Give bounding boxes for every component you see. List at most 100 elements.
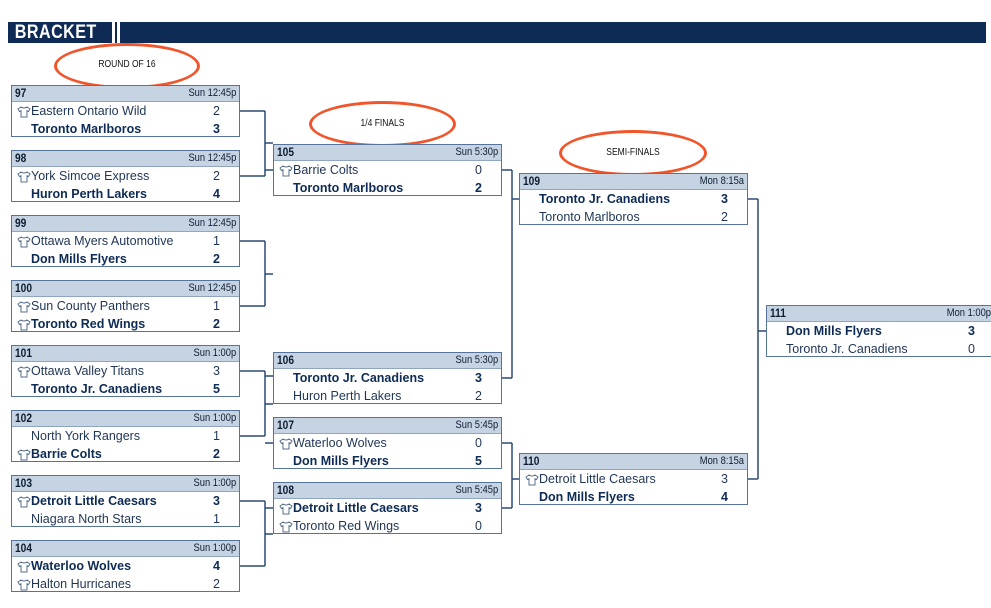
round-label-qf: 1/4 FINALS [360,118,405,129]
team-name[interactable]: Toronto Marlboros [539,210,640,224]
jersey-icon [17,578,31,591]
team-name[interactable]: Huron Perth Lakers [293,389,402,403]
match-number: 102 [15,411,33,425]
match-time: Sun 12:45p [188,87,236,99]
jersey-icon [17,448,31,461]
match-number: 108 [277,483,295,497]
team-name[interactable]: Toronto Marlboros [293,181,404,195]
jersey-icon [279,502,293,515]
team-name[interactable]: Ottawa Myers Automotive [31,234,174,248]
team-name[interactable]: Detroit Little Caesars [293,501,419,515]
team-name[interactable]: Toronto Red Wings [293,519,400,533]
team-row[interactable]: York Simcoe Express 2 [12,167,239,185]
jersey-icon [17,105,31,118]
match-number: 106 [277,353,295,367]
team-name[interactable]: Halton Hurricanes [31,577,132,591]
match-time: Sun 1:00p [193,542,236,554]
match-number: 101 [15,346,33,360]
team-name[interactable]: Waterloo Wolves [293,436,387,450]
match-number: 103 [15,476,33,490]
team-name[interactable]: Detroit Little Caesars [539,472,656,486]
team-name[interactable]: Don Mills Flyers [786,324,882,338]
team-name[interactable]: Ottawa Valley Titans [31,364,145,378]
team-name[interactable]: Don Mills Flyers [539,490,635,504]
team-name[interactable]: Detroit Little Caesars [31,494,157,508]
team-score: 3 [213,494,220,508]
team-name[interactable]: Toronto Jr. Canadiens [31,382,163,396]
team-row[interactable]: Toronto Jr. Canadiens 3 [274,369,501,387]
team-score: 2 [213,169,220,183]
team-name[interactable]: Don Mills Flyers [31,252,127,266]
team-name[interactable]: Niagara North Stars [31,512,142,526]
team-name[interactable]: Waterloo Wolves [31,559,132,573]
team-name[interactable]: Barrie Colts [31,447,102,461]
team-name[interactable]: Barrie Colts [293,163,359,177]
team-name[interactable]: Toronto Jr. Canadiens [539,192,671,206]
team-score: 3 [475,371,482,385]
team-name[interactable]: Toronto Red Wings [31,317,146,331]
match-time: Sun 12:45p [188,282,236,294]
jersey-icon [279,437,293,450]
team-name[interactable]: Don Mills Flyers [293,454,389,468]
team-name[interactable]: York Simcoe Express [31,169,150,183]
team-name[interactable]: Sun County Panthers [31,299,150,313]
team-name[interactable]: Toronto Marlboros [31,122,142,136]
team-name[interactable]: North York Rangers [31,429,141,443]
jersey-icon [17,170,31,183]
team-name[interactable]: Toronto Jr. Canadiens [293,371,425,385]
header-decoration [112,22,120,43]
team-name[interactable]: Eastern Ontario Wild [31,104,147,118]
team-name[interactable]: Toronto Jr. Canadiens [786,342,908,356]
team-row[interactable]: Detroit Little Caesars 3 [12,492,239,510]
match-time: Sun 5:45p [455,484,498,496]
jersey-icon [17,235,31,248]
team-name[interactable]: Huron Perth Lakers [31,187,148,201]
